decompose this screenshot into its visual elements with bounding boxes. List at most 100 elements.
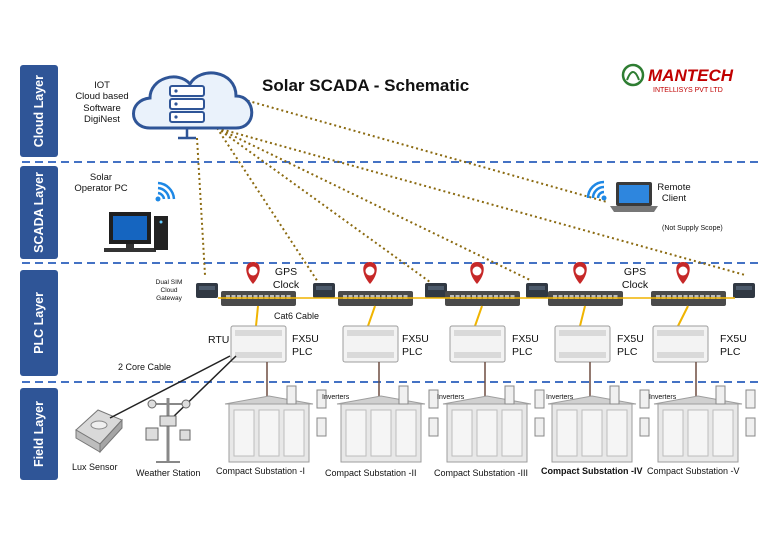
switch-4-port-12 xyxy=(613,295,618,299)
cat6-cable-label: Cat6 Cable xyxy=(274,311,320,321)
switch-3-port-7 xyxy=(483,295,487,299)
gps-pin-3-dot xyxy=(472,266,482,276)
compact-substation-4-door-1 xyxy=(556,409,578,457)
substation-label-3: Compact Substation -III xyxy=(434,468,529,478)
switch-2-port-12 xyxy=(403,295,408,299)
compact-substation-1-door-2 xyxy=(258,409,280,457)
cloud-label-line-4: DigiNest xyxy=(84,114,120,126)
switch-3-port-2 xyxy=(455,295,460,299)
substation-label-4: Compact Substation -IV xyxy=(541,466,643,476)
inverter-a-4 xyxy=(609,385,620,405)
inverters-label-3: Inverters xyxy=(546,394,574,401)
layer-tab-plc: PLC Layer xyxy=(20,270,58,376)
switch-1-port-4 xyxy=(242,295,247,299)
weather-station-icon xyxy=(145,398,191,463)
switch-3-port-3 xyxy=(461,295,465,299)
two-core-cable-label: 2 Core Cable xyxy=(118,362,172,372)
compact-substation-2-door-2 xyxy=(370,409,392,457)
switch-2-port-2 xyxy=(348,295,353,299)
cloud-label-line-2: Cloud based xyxy=(75,91,129,103)
substation-label-2: Compact Substation -II xyxy=(325,468,417,478)
compact-substation-5-door-1 xyxy=(662,409,684,457)
inverter-c-1 xyxy=(316,389,327,409)
lux-cable xyxy=(109,355,231,419)
switch-1-port-8 xyxy=(264,295,269,299)
inverter-b-3 xyxy=(534,417,545,437)
layer-label-scada: SCADA Layer xyxy=(32,172,46,253)
plc-label-3-line-2: PLC xyxy=(512,345,533,358)
gps-pin-4-dot xyxy=(575,266,585,276)
gps-clock-label-left: GPS Clock xyxy=(266,266,306,291)
weather-station-label: Weather Station xyxy=(136,468,201,478)
inverter-b-4 xyxy=(639,417,650,437)
wifi-icon-operator xyxy=(155,181,176,202)
switch-5-port-1 xyxy=(656,295,660,299)
fx5u-plc-5-terminal-top xyxy=(657,330,704,336)
operator-pc-line-2: Operator PC xyxy=(74,183,128,195)
switch-4-port-1 xyxy=(553,295,557,299)
switch-3-port-9 xyxy=(494,295,498,299)
remote-client-label: Remote Client xyxy=(650,182,698,205)
switch-3-port-10 xyxy=(499,295,504,299)
inverters-label-2: Inverters xyxy=(437,394,465,401)
cat6-cable-1 xyxy=(255,305,259,327)
layer-label-plc: PLC Layer xyxy=(32,292,46,354)
cloud-label-line-3: Software xyxy=(83,102,121,114)
switch-1-port-12 xyxy=(286,295,291,299)
switch-2-port-1 xyxy=(343,295,347,299)
compact-substation-3-door-1 xyxy=(451,409,473,457)
switch-1-port-10 xyxy=(275,295,280,299)
switch-4-port-10 xyxy=(602,295,607,299)
cloud-server-icon xyxy=(132,71,254,140)
switch-4-port-5 xyxy=(575,295,579,299)
cat6-cable-2 xyxy=(367,305,376,327)
operator-pc-icon xyxy=(104,212,168,252)
field-units xyxy=(224,362,756,463)
compact-substation-3-door-2 xyxy=(476,409,498,457)
remote-client-note: (Not Supply Scope) xyxy=(662,225,723,232)
remote-client-line-1: Remote xyxy=(657,182,691,193)
layer-separators xyxy=(22,161,760,383)
mantech-logo xyxy=(621,63,645,87)
gateway-3 xyxy=(425,283,447,298)
switch-1-port-6 xyxy=(253,295,258,299)
switch-5-port-11 xyxy=(711,295,715,299)
compact-substation-5-door-3 xyxy=(712,409,734,457)
compact-substation-2-door-3 xyxy=(395,409,417,457)
plc-label-4-line-2: PLC xyxy=(617,345,638,358)
gateway-5-detail xyxy=(736,286,752,290)
switch-1-port-11 xyxy=(281,295,285,299)
plc-label-4-line-1: FX5U xyxy=(617,333,644,345)
switch-3-port-12 xyxy=(510,295,515,299)
fx5u-plc-3-terminal-top xyxy=(454,330,501,336)
gps-clock-left-line-1: GPS xyxy=(274,266,298,278)
plc-label-1-line-2: PLC xyxy=(292,345,313,358)
gateway-4-detail xyxy=(529,286,545,290)
brand-name: MANTECH xyxy=(648,66,733,85)
plc-label-3-line-1: FX5U xyxy=(512,333,539,345)
gateway-line-1: Dual SIM xyxy=(155,279,183,286)
switch-2-port-9 xyxy=(387,295,391,299)
lux-sensor-label: Lux Sensor xyxy=(72,462,118,472)
switch-3-port-4 xyxy=(466,295,471,299)
switch-1-port-9 xyxy=(270,295,274,299)
layer-label-field: Field Layer xyxy=(32,401,46,467)
inverter-a-5 xyxy=(715,385,726,405)
switch-4-port-8 xyxy=(591,295,596,299)
inverter-b-2 xyxy=(428,417,439,437)
gateway-3-detail xyxy=(428,286,444,290)
fx5u-plc-3-terminal-bottom xyxy=(454,352,501,358)
cloud-link-remote xyxy=(237,97,608,203)
cloud-link-1 xyxy=(196,137,206,276)
layer-tab-field: Field Layer xyxy=(20,388,58,480)
compact-substation-5-door-2 xyxy=(687,409,709,457)
switch-5-port-8 xyxy=(694,295,699,299)
cat6-cable-3 xyxy=(474,305,483,327)
diagram-title: Solar SCADA - Schematic xyxy=(262,76,470,95)
fx5u-plc-4-terminal-bottom xyxy=(559,352,606,358)
switch-4-port-9 xyxy=(597,295,601,299)
plc-label-5-line-2: PLC xyxy=(720,345,741,358)
cloud-link-3 xyxy=(216,127,431,283)
